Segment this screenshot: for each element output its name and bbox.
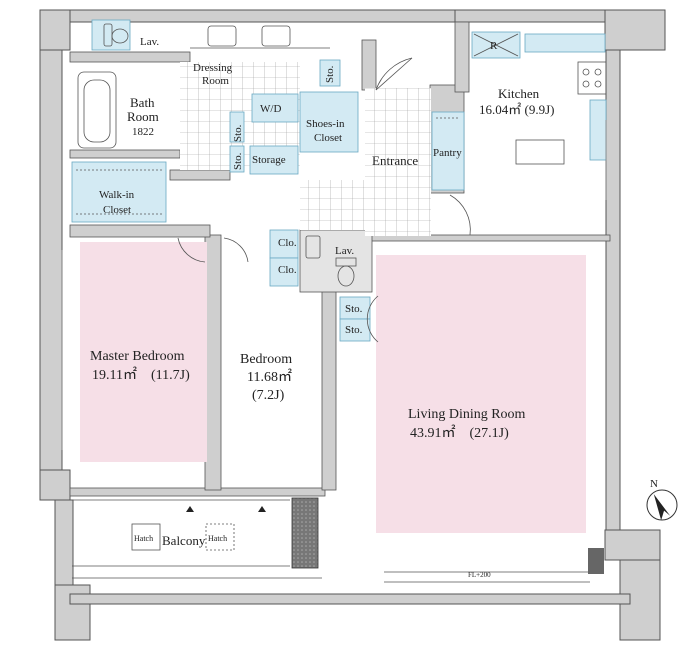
master-bedroom-floor xyxy=(80,242,207,462)
bedroom-name-label: Bedroom xyxy=(240,352,292,367)
kitchen-name-label: Kitchen xyxy=(498,86,540,101)
entry-marker-a xyxy=(186,506,194,512)
shoes-label-1: Shoes-in xyxy=(306,118,345,130)
hatch-b-label: Hatch xyxy=(208,534,227,543)
master-area-label: 19.11㎡ (11.7J) xyxy=(92,367,190,383)
pantry-label: Pantry xyxy=(433,147,462,159)
sto-c-label: Sto. xyxy=(345,303,363,315)
fridge-label: R xyxy=(490,40,498,52)
entry-marker-b xyxy=(258,506,266,512)
sto-d-label: Sto. xyxy=(345,324,363,336)
bedroom-tatami-label: (7.2J) xyxy=(252,388,285,403)
walkin-label-2: Closet xyxy=(103,204,131,216)
column-bottom-right xyxy=(588,548,604,574)
sto-a-label: Sto. xyxy=(232,124,244,142)
lav-top-label: Lav. xyxy=(140,36,159,48)
fixtures xyxy=(61,23,607,583)
clo-a-label: Clo. xyxy=(278,237,297,249)
floor-level-label: FL+200 xyxy=(468,571,491,579)
sto-b-label: Sto. xyxy=(232,152,244,170)
hatch-b-box xyxy=(205,523,235,551)
bath-label-1: Bath xyxy=(130,95,155,110)
clo-b-label: Clo. xyxy=(278,264,297,276)
balcony-label: Balcony xyxy=(162,533,206,548)
walls xyxy=(39,9,666,641)
sto-dressing-label: Sto. xyxy=(324,65,336,83)
closets xyxy=(71,19,607,342)
dressing-label-1: Dressing xyxy=(193,62,233,74)
ldr-name-label: Living Dining Room xyxy=(408,407,526,422)
dressing-label-2: Room xyxy=(202,75,229,87)
ldr-floor xyxy=(376,255,586,533)
shoes-label-2: Closet xyxy=(314,132,342,144)
labels: Lav. Dressing Room Sto. Bath Room 1822 W… xyxy=(90,36,554,579)
master-name-label: Master Bedroom xyxy=(90,349,185,364)
lav-mid-label: Lav. xyxy=(335,245,354,257)
entrance-label: Entrance xyxy=(372,153,418,168)
kitchen-area-label: 16.04㎡ (9.9J) xyxy=(479,102,554,117)
wd-label: W/D xyxy=(260,103,281,115)
compass: N xyxy=(646,478,678,521)
hatch-a-box xyxy=(131,523,161,551)
bedroom-area-label: 11.68㎡ xyxy=(247,369,292,385)
compass-label: N xyxy=(650,478,658,490)
storage-label: Storage xyxy=(252,154,286,166)
walkin-label-1: Walk-in xyxy=(99,189,135,201)
bath-size-label: 1822 xyxy=(132,126,154,138)
bath-label-2: Room xyxy=(127,109,159,124)
ldr-area-label: 43.91㎡ (27.1J) xyxy=(410,425,509,441)
balcony-deck xyxy=(291,497,319,569)
hatch-a-label: Hatch xyxy=(134,534,153,543)
